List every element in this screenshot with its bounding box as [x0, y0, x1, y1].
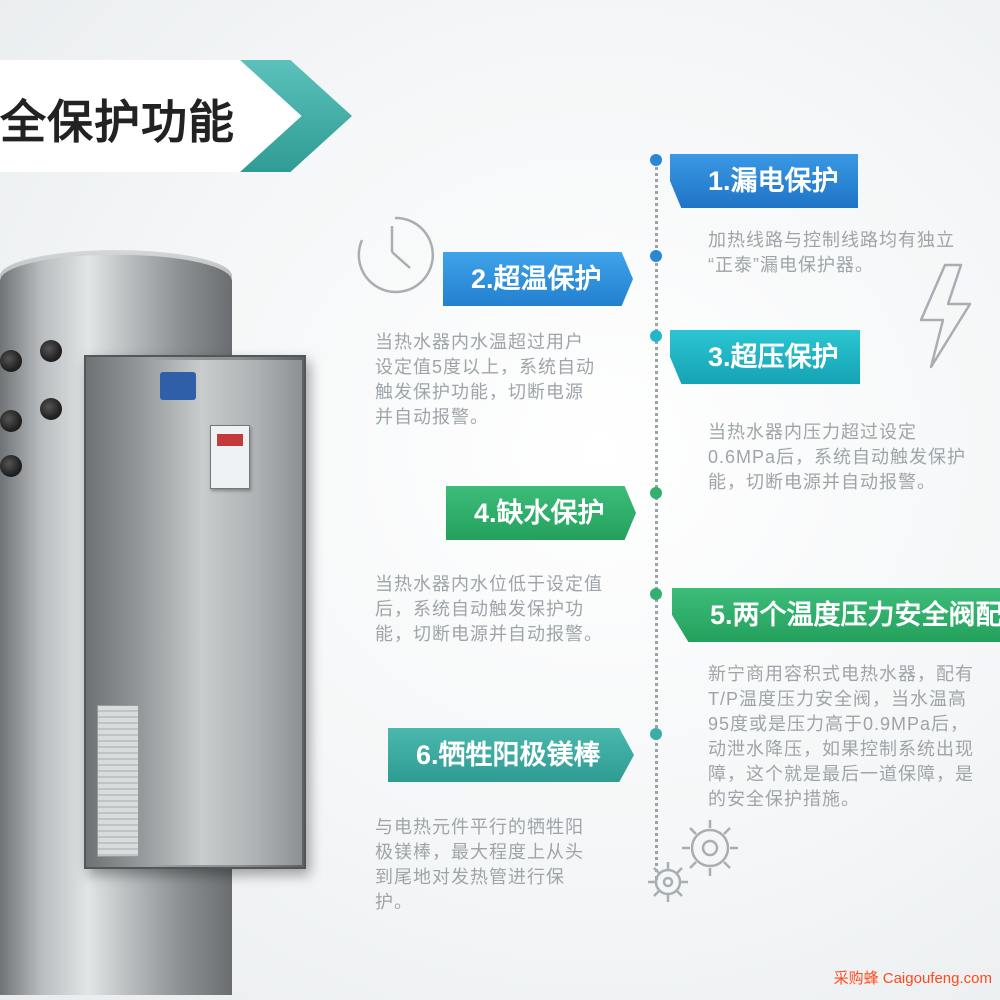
pipe-fitting-icon	[0, 455, 22, 477]
timeline-dot	[650, 588, 662, 600]
pipe-fitting-icon	[0, 410, 22, 432]
pipe-fitting-icon	[40, 340, 62, 362]
feature-4-desc: 当热水器内水位低于设定值 后，系统自动触发保护功 能，切断电源并自动报警。	[375, 574, 603, 644]
feature-3-label: 3.超压保护	[670, 330, 860, 384]
brand-logo-plate	[160, 372, 196, 400]
clock-icon	[357, 216, 435, 294]
feature-1-label: 1.漏电保护	[670, 154, 858, 208]
feature-2-label: 2.超温保护	[443, 252, 633, 306]
timeline-dot	[650, 250, 662, 262]
feature-3-desc: 当热水器内压力超过设定 0.6MPa后，系统自动触发保护 能，切断电源并自动报警…	[708, 422, 967, 492]
feature-4-label: 4.缺水保护	[446, 486, 636, 540]
feature-6-label: 6.牺牲阳极镁棒	[388, 728, 634, 782]
timeline-dot	[650, 154, 662, 166]
vent-grille	[97, 705, 139, 857]
feature-5-label: 5.两个温度压力安全阀配	[672, 588, 1000, 642]
feature-2-desc: 当热水器内水温超过用户 设定值5度以上，系统自动 触发保护功能，切断电源 并自动…	[375, 332, 596, 427]
feature-1-desc: 加热线路与控制线路均有独立 “正泰”漏电保护器。	[708, 230, 955, 275]
feature-5-desc: 新宁商用容积式电热水器，配有 T/P温度压力安全阀，当水温高 95度或是压力高于…	[708, 664, 974, 809]
timeline-dot	[650, 330, 662, 342]
timeline-line	[655, 160, 658, 880]
feature-6-desc: 与电热元件平行的牺牲阳 极镁棒，最大程度上从头 到尾地对发热管进行保 护。	[375, 817, 584, 912]
gears-icon	[648, 820, 738, 902]
pipe-fitting-icon	[40, 398, 62, 420]
timeline-dot	[650, 487, 662, 499]
pipe-fitting-icon	[0, 350, 22, 372]
display-screen	[217, 434, 243, 446]
lightning-icon	[919, 263, 972, 369]
page-title: 全保护功能	[0, 96, 235, 148]
timeline-dot	[650, 728, 662, 740]
watermark: 采购蜂 Caigoufeng.com	[833, 970, 992, 987]
control-panel	[210, 425, 250, 489]
